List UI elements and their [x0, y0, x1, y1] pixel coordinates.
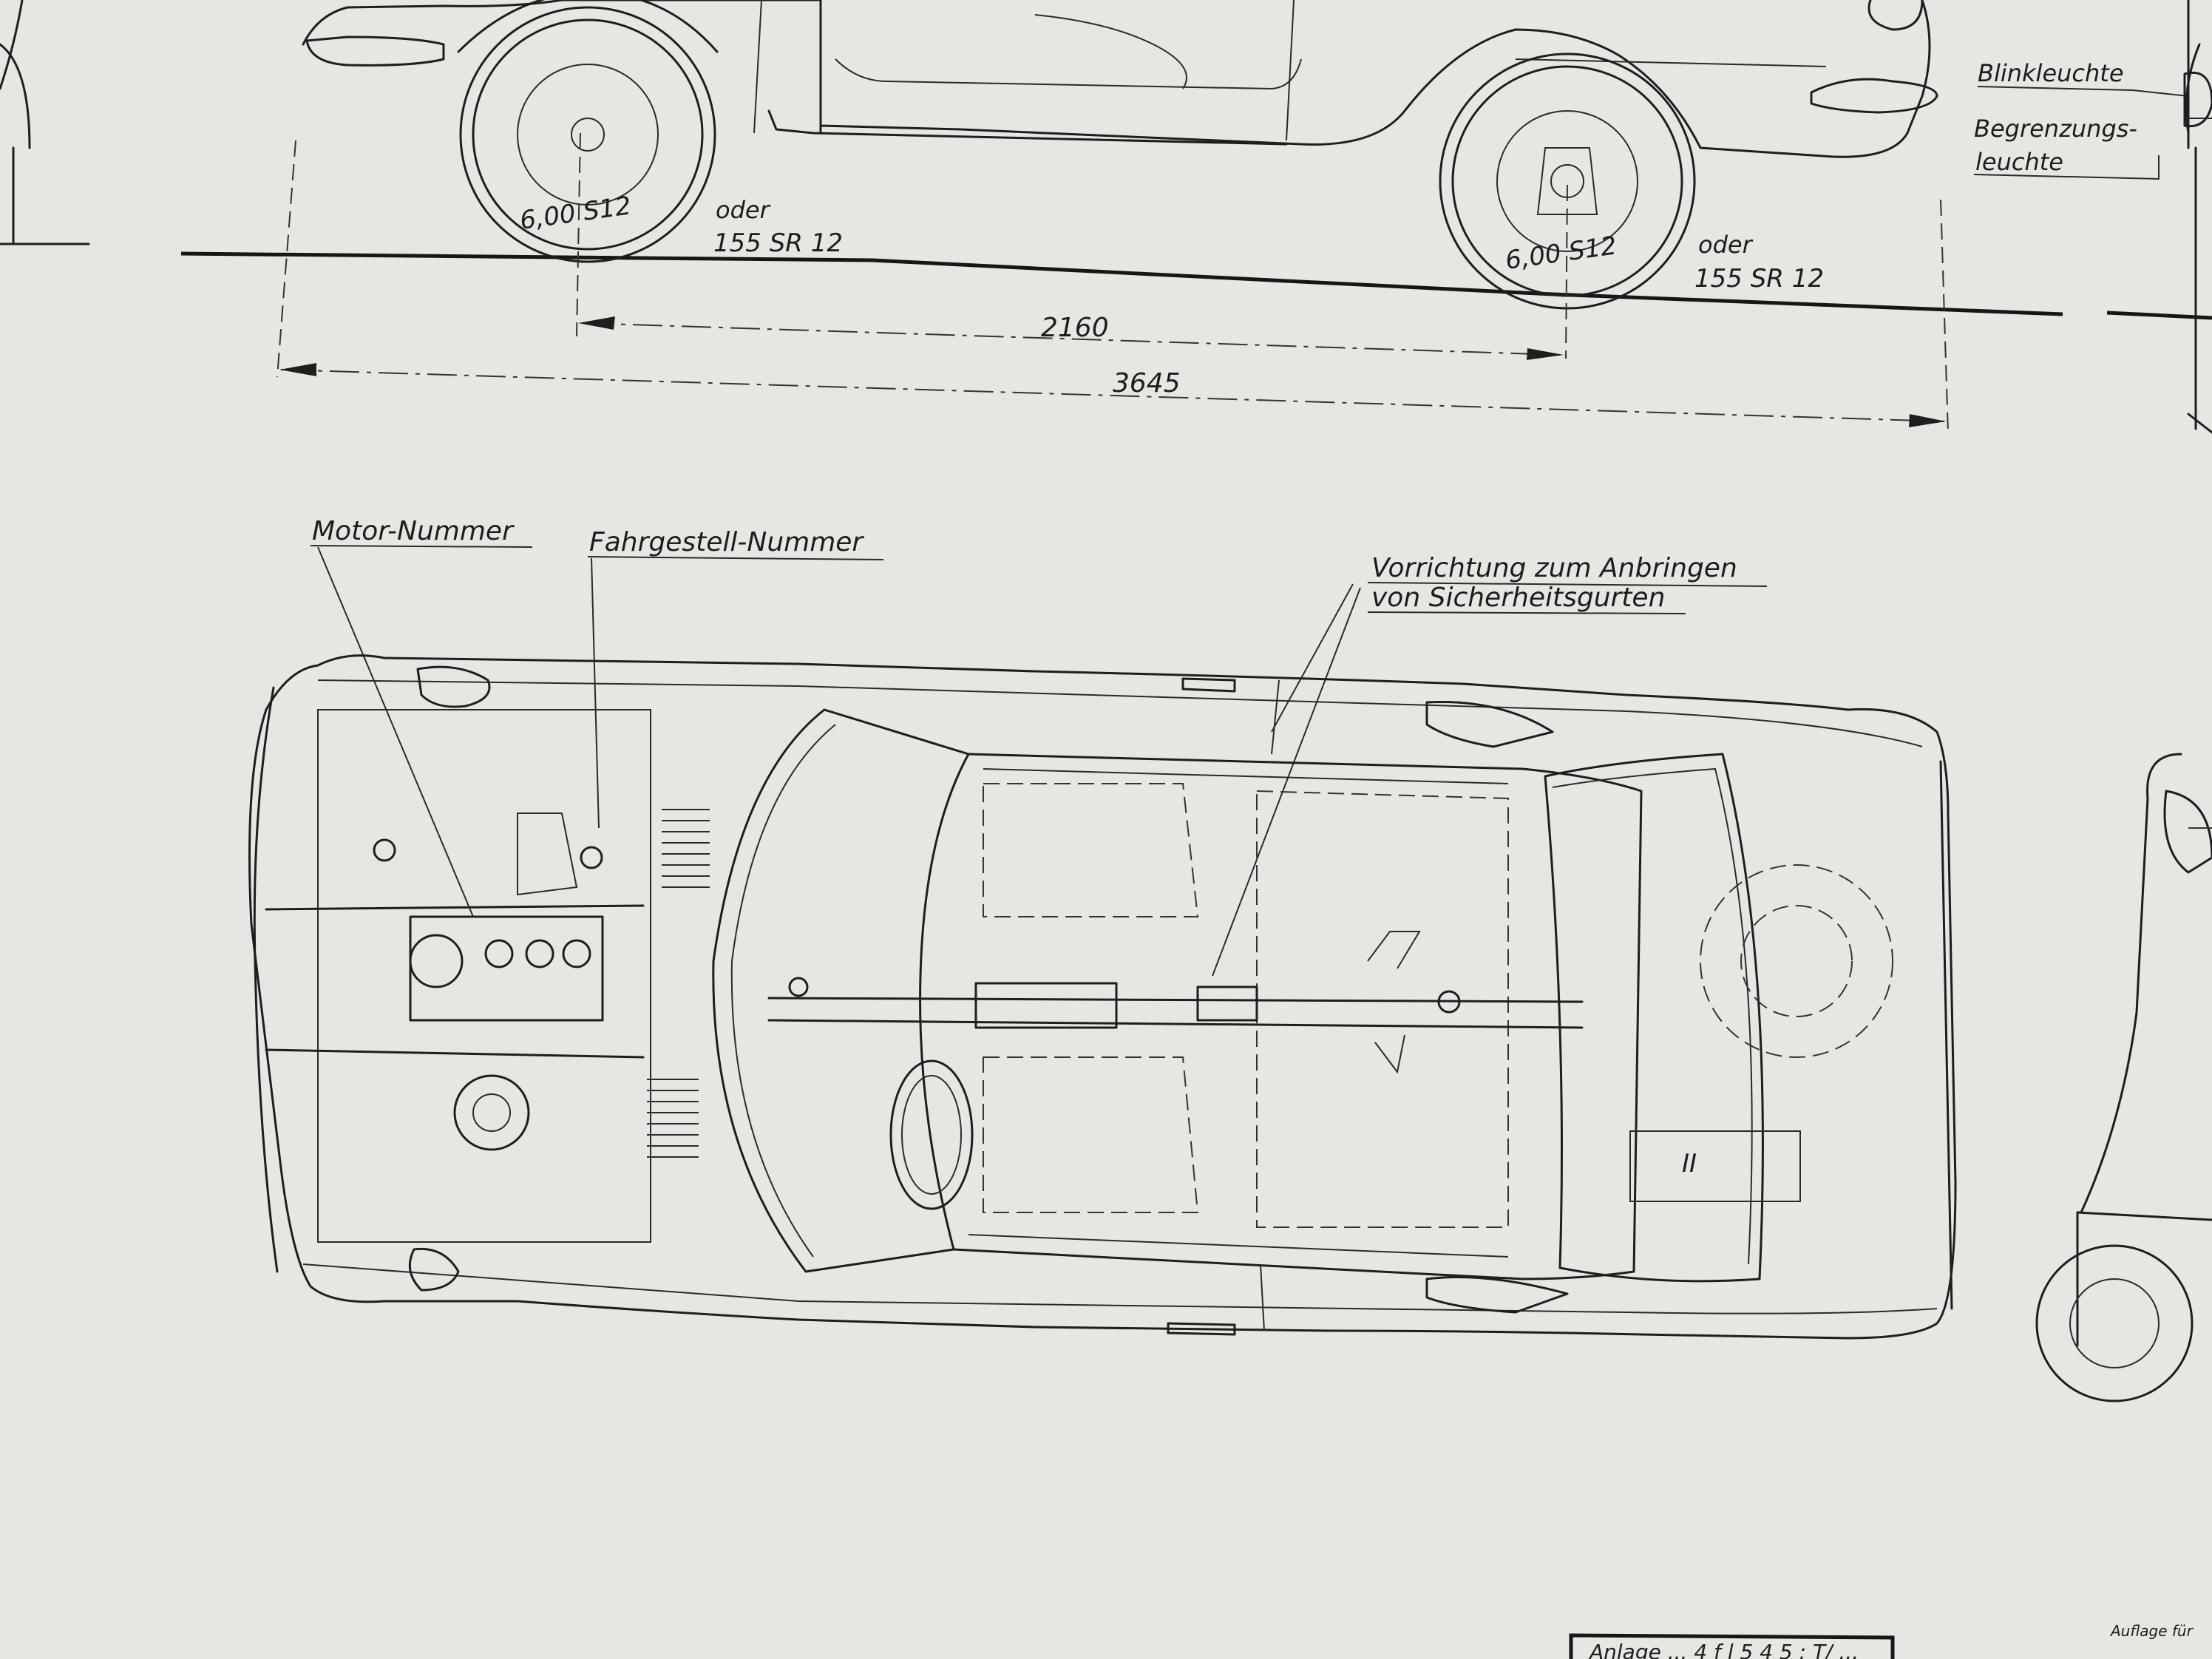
side-view: 6,00 S12 oder 155 SR 12 6,00 S12 oder 15…	[0, 0, 2212, 434]
adjacent-view-right	[2185, 0, 2212, 434]
driveshaft	[767, 997, 1584, 1029]
wheelbase-arrow-right	[1527, 348, 1564, 360]
rear-window	[1544, 753, 1764, 1283]
dimension-lines: 2160 3645	[276, 132, 1949, 433]
length-arrow-left	[279, 363, 316, 376]
sill-line	[767, 109, 1288, 146]
length-value: 3645	[1113, 368, 1181, 398]
leader-blinkleuchte	[1977, 86, 2189, 97]
engine-bay	[317, 709, 651, 1243]
label-fahrgestell-nummer: Fahrgestell-Nummer	[589, 527, 864, 557]
rear-alt-tire-size: 155 SR 12	[1694, 264, 1824, 294]
ext-front-overhang	[276, 140, 296, 378]
b-pillar-lines	[1260, 679, 1280, 1331]
mirror-top	[1181, 677, 1236, 693]
adjacent-view-left	[0, 0, 90, 245]
spare-wheel	[1700, 864, 1893, 1058]
rear-section-view	[2035, 753, 2212, 1402]
gearbox-tunnel	[974, 982, 1118, 1029]
rear-section-wheel	[2035, 1244, 2194, 1402]
ground-line-right	[2106, 311, 2212, 320]
right-lamp	[2183, 72, 2212, 128]
label-motor-nummer: Motor-Nummer	[312, 516, 515, 546]
leader-sicherheitsgurten	[1212, 582, 1768, 977]
stamp-text: Anlage ... 4 f l 5 4 5 : T/ ...	[1588, 1640, 1859, 1659]
wheelbase-value: 2160	[1041, 313, 1109, 343]
ext-rear-axle	[1565, 184, 1568, 359]
chassis-number-plate	[580, 846, 603, 869]
front-bumper-top	[253, 686, 279, 1273]
body-inner-top	[317, 679, 1923, 747]
front-wheel	[457, 0, 719, 263]
engine-block	[409, 915, 604, 1022]
air-filter	[453, 1074, 530, 1151]
rear-light	[1867, 0, 1924, 31]
mirror-bottom	[1167, 1322, 1236, 1336]
rear-bench	[1256, 790, 1509, 1228]
length-arrow-right	[1909, 414, 1946, 427]
steering-wheel	[889, 1059, 974, 1210]
body-panel-lines	[753, 0, 1827, 141]
length-dim-line	[280, 369, 1945, 422]
wheelbase-dim-line	[583, 322, 1561, 356]
seat-outline-side	[1034, 14, 1187, 89]
windshield	[712, 708, 970, 1273]
door-line	[835, 58, 1302, 90]
rear-bumper-top	[1939, 760, 1953, 1310]
rear-fender-right	[1425, 1276, 1569, 1314]
engine-part-a	[409, 934, 464, 988]
ext-rear-overhang	[1940, 199, 1949, 433]
rear-bumper	[1810, 78, 1938, 114]
top-view: Motor-Nummer Fahrgestell-Nummer Vorricht…	[248, 516, 1957, 1340]
front-tire-size: 6,00 S12	[518, 191, 633, 236]
body-outline	[302, 0, 1931, 158]
body-inner-bottom	[302, 1263, 1938, 1314]
engine-bay-cross	[265, 904, 645, 1059]
rear-tire-size: 6,00 S12	[1504, 231, 1618, 276]
label-gurt-line2: von Sicherheitsgurten	[1371, 583, 1665, 613]
motor-number-plate	[373, 838, 396, 862]
front-alt-tire-size: 155 SR 12	[713, 228, 843, 258]
leader-fahrgestell-nummer	[587, 556, 884, 829]
label-blinkleuchte: Blinkleuchte	[1978, 59, 2124, 87]
label-gurt-line1: Vorrichtung zum Anbringen	[1371, 553, 1737, 583]
brake-reservoir	[517, 812, 578, 896]
rear-fender-left	[1425, 701, 1554, 748]
front-bumper	[305, 35, 445, 67]
front-fender-left	[416, 665, 491, 708]
rear-section-mount	[2163, 790, 2212, 874]
body-outline-top	[248, 654, 1957, 1340]
label-leuchte: leuchte	[1975, 148, 2063, 176]
ground-line	[180, 251, 2063, 316]
front-fender-right	[408, 1247, 460, 1292]
grille-vents	[647, 809, 710, 1158]
belt-anchor-lower	[1374, 1034, 1405, 1074]
leader-begrenzungsleuchte	[1973, 155, 2160, 180]
seat-front-right	[983, 1056, 1199, 1213]
title-block: Anlage ... 4 f l 5 4 5 : T/ ... Auflage …	[1569, 1622, 2194, 1659]
corner-note: Auflage für	[2109, 1622, 2194, 1640]
rear-section-outline	[2076, 753, 2182, 1347]
cabin-outline	[952, 753, 1643, 1280]
fuel-tank	[1629, 1130, 1801, 1202]
leader-motor-nummer	[310, 545, 533, 917]
rear-wheel	[1439, 52, 1696, 310]
wheelbase-arrow-left	[578, 316, 615, 330]
rear-oder-label: oder	[1698, 231, 1754, 259]
trunk-marker: II	[1682, 1149, 1697, 1178]
seat-front-left	[983, 783, 1199, 917]
ext-front-axle	[576, 132, 581, 337]
front-oder-label: oder	[716, 196, 771, 224]
label-begrenzungs: Begrenzungs-	[1974, 115, 2137, 143]
belt-anchor-upper	[1367, 931, 1421, 969]
stamp-frame	[1569, 1633, 1895, 1659]
